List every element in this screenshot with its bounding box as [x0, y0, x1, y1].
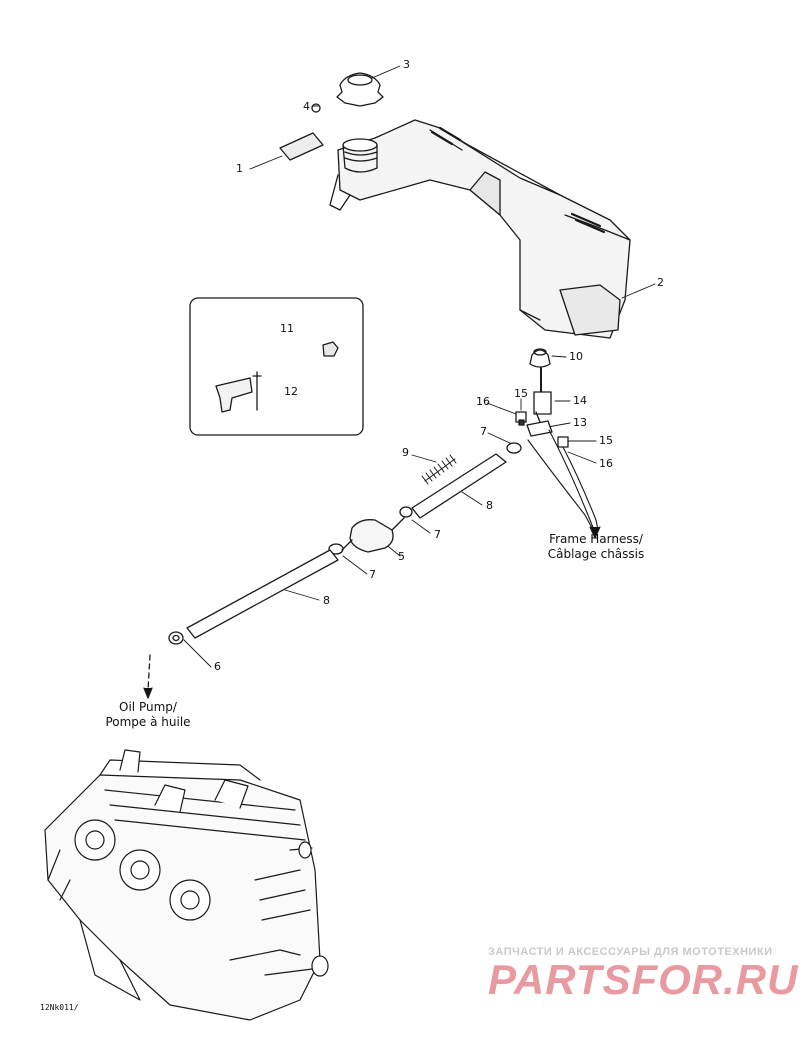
callout-9: 9: [402, 446, 409, 459]
callout-7b: 7: [434, 528, 441, 541]
callout-2: 2: [657, 276, 664, 289]
callout-12: 12: [284, 385, 298, 398]
oil-filter-icon: [341, 517, 405, 553]
filler-neck-icon: [342, 138, 378, 173]
clip-icon: [322, 341, 339, 357]
callout-15b: 15: [599, 434, 613, 447]
engine-icon: [44, 749, 329, 1021]
clamp-icon: [328, 442, 522, 555]
callout-6: 6: [214, 660, 221, 673]
callout-8a: 8: [486, 499, 493, 512]
callout-11: 11: [280, 322, 294, 335]
callout-4: 4: [303, 100, 310, 113]
callout-1: 1: [236, 162, 243, 175]
spring-icon: [421, 454, 457, 485]
level-sensor-icon: [526, 367, 553, 437]
gasket-icon: [311, 103, 321, 113]
oil-pump-line2: Pompe à huile: [105, 715, 191, 729]
callout-5: 5: [398, 550, 405, 563]
hose-upper-icon: [411, 453, 507, 519]
callout-13: 13: [573, 416, 587, 429]
callout-14: 14: [573, 394, 587, 407]
callout-10: 10: [569, 350, 583, 363]
wire-harness: [527, 429, 601, 539]
callout-16a: 16: [476, 395, 490, 408]
mount-bracket-icon: [215, 377, 253, 413]
callout-8b: 8: [323, 594, 330, 607]
oil-tank-icon: [329, 119, 631, 339]
callout-7a: 7: [480, 425, 487, 438]
dashed-leader: [143, 654, 153, 699]
grommet-icon: [529, 348, 551, 368]
frame-harness-line2: Câblage châssis: [547, 547, 645, 561]
inset-box: [189, 297, 364, 436]
oil-pump-caption: Oil Pump/ Pompe à huile: [98, 700, 198, 730]
callout-16b: 16: [599, 457, 613, 470]
watermark-tagline: ЗАПЧАСТИ И АКСЕССУАРЫ ДЛЯ МОТОТЕХНИКИ: [488, 946, 773, 958]
bracket-icon: [279, 132, 324, 161]
watermark-logo: PARTSFOR.RU: [488, 956, 799, 1003]
oil-pump-line1: Oil Pump/: [119, 700, 177, 714]
frame-harness-line1: Frame Harness/: [549, 532, 643, 546]
fitting-icon: [168, 631, 184, 645]
callout-15a: 15: [514, 387, 528, 400]
hose-lower-icon: [186, 549, 339, 639]
diagram-code: 12Nk011/: [40, 1003, 79, 1012]
frame-harness-caption: Frame Harness/ Câblage châssis: [540, 532, 652, 562]
callout-7c: 7: [369, 568, 376, 581]
callout-3: 3: [403, 58, 410, 71]
filler-cap-icon: [336, 72, 384, 107]
